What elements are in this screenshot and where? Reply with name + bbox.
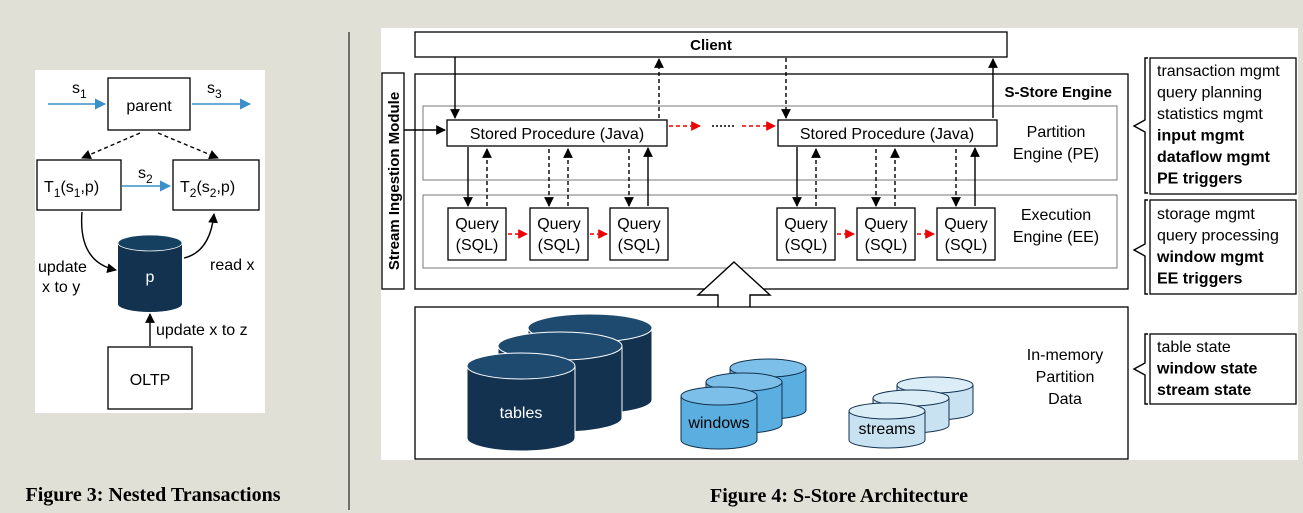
stored-procedure-1 xyxy=(446,119,668,147)
ee-responsibilities-box xyxy=(1149,199,1297,295)
query-box-1-line-1: Query xyxy=(455,216,499,233)
query-box-1-line-2: (SQL) xyxy=(456,237,499,254)
figure-3-caption: Figure 3: Nested Transactions xyxy=(26,484,281,506)
mem-label-1: In-memory xyxy=(1027,347,1103,364)
figure-3: parent s1 s3 T1(s1,p) T2(s2,p) s2 p upda… xyxy=(26,70,281,506)
p-database-cylinder xyxy=(117,234,183,312)
query-box-5-line-2: (SQL) xyxy=(865,237,908,254)
t1-label: T1(s1,p) xyxy=(44,179,99,200)
query-box-3-line-1: Query xyxy=(617,216,661,233)
stream-ingestion-label: Stream Ingestion Module xyxy=(386,92,403,270)
s-store-engine-label: S-Store Engine xyxy=(1004,84,1112,101)
parent-to-t2-dashed-arrow xyxy=(157,132,219,160)
t2-node xyxy=(172,159,260,211)
query-box-5-line-1: Query xyxy=(864,216,908,233)
ee-label-1: Execution xyxy=(1021,207,1091,224)
parent-to-t1-dashed-arrow xyxy=(81,132,141,160)
update-label-2: x to y xyxy=(42,279,80,296)
pe-label-2: Engine (PE) xyxy=(1013,146,1099,163)
s3-label: s3 xyxy=(207,80,222,101)
list1-item: dataflow mgmt xyxy=(1157,149,1271,166)
tables-cylinders xyxy=(466,313,653,452)
bracket-1 xyxy=(1132,57,1148,194)
parent-node xyxy=(107,77,191,131)
sp2-query-arrows xyxy=(792,147,980,207)
query-box-6-line-2: (SQL) xyxy=(945,237,988,254)
oltp-node xyxy=(107,346,193,410)
query-boxes: Query (SQL) Query (SQL) Query (SQL) Quer… xyxy=(447,207,996,261)
query-box-2-line-1: Query xyxy=(537,216,581,233)
s2-label: s2 xyxy=(138,165,153,186)
t2-label: T2(s2,p) xyxy=(180,179,235,200)
client-box xyxy=(414,31,1008,58)
mem-label-2: Partition xyxy=(1036,369,1095,386)
right-annotations: transaction mgmt query planning statistics… xyxy=(1132,57,1297,405)
query-box-6 xyxy=(936,207,996,261)
windows-cylinders xyxy=(680,358,807,450)
list2-item: storage mgmt xyxy=(1157,206,1255,223)
query-box-3-line-2: (SQL) xyxy=(618,237,661,254)
query-box-2-line-2: (SQL) xyxy=(538,237,581,254)
t1-node xyxy=(36,159,122,211)
ee-label-2: Engine (EE) xyxy=(1013,229,1099,246)
list2-item: window mgmt xyxy=(1156,249,1264,266)
s1-label: s1 xyxy=(72,80,87,101)
stored-procedure-1-label: Stored Procedure (Java) xyxy=(470,126,644,143)
stored-procedure-2 xyxy=(777,119,998,147)
stream-ingestion-module xyxy=(381,72,405,290)
windows-label: windows xyxy=(687,415,749,432)
list2-item: EE triggers xyxy=(1157,271,1242,288)
streams-label: streams xyxy=(859,421,916,438)
pe-label-1: Partition xyxy=(1027,124,1086,141)
sp1-query-arrows xyxy=(463,147,653,207)
list3-item: table state xyxy=(1157,339,1231,356)
bracket-2 xyxy=(1132,199,1148,295)
p-label: p xyxy=(146,269,155,286)
query-box-1 xyxy=(447,207,507,261)
oltp-label: OLTP xyxy=(130,372,171,389)
read-arrow xyxy=(183,213,218,259)
list1-item: transaction mgmt xyxy=(1157,63,1280,80)
query-box-2 xyxy=(529,207,589,261)
tables-label: tables xyxy=(500,405,543,422)
figure-4: Client Stream Ingestion Module S-Store E… xyxy=(381,28,1298,507)
update-z-label: update x to z xyxy=(156,322,248,339)
query-box-4 xyxy=(776,207,836,261)
list3-item: window state xyxy=(1156,361,1258,378)
list1-item: query planning xyxy=(1157,85,1262,102)
read-label: read x xyxy=(210,257,254,274)
query-box-3 xyxy=(609,207,669,261)
list1-item: input mgmt xyxy=(1157,128,1245,145)
query-box-5 xyxy=(856,207,916,261)
t1-update-arrow xyxy=(80,211,117,273)
list3-item: stream state xyxy=(1157,382,1251,399)
query-box-4-line-1: Query xyxy=(784,216,828,233)
query-box-6-line-1: Query xyxy=(944,216,988,233)
list2-item: query processing xyxy=(1157,228,1279,245)
pe-responsibilities-box xyxy=(1149,57,1297,195)
data-state-box xyxy=(1149,333,1297,405)
client-label: Client xyxy=(690,37,732,54)
bracket-3 xyxy=(1132,333,1148,405)
figure-4-caption: Figure 4: S-Store Architecture xyxy=(710,485,968,507)
parent-label: parent xyxy=(126,98,172,115)
streams-cylinders xyxy=(848,376,974,449)
stored-procedure-2-label: Stored Procedure (Java) xyxy=(800,126,974,143)
query-box-4-line-2: (SQL) xyxy=(785,237,828,254)
list1-item: statistics mgmt xyxy=(1157,106,1263,123)
update-label-1: update xyxy=(38,259,87,276)
list1-item: PE triggers xyxy=(1157,171,1242,188)
mem-label-3: Data xyxy=(1048,391,1082,408)
